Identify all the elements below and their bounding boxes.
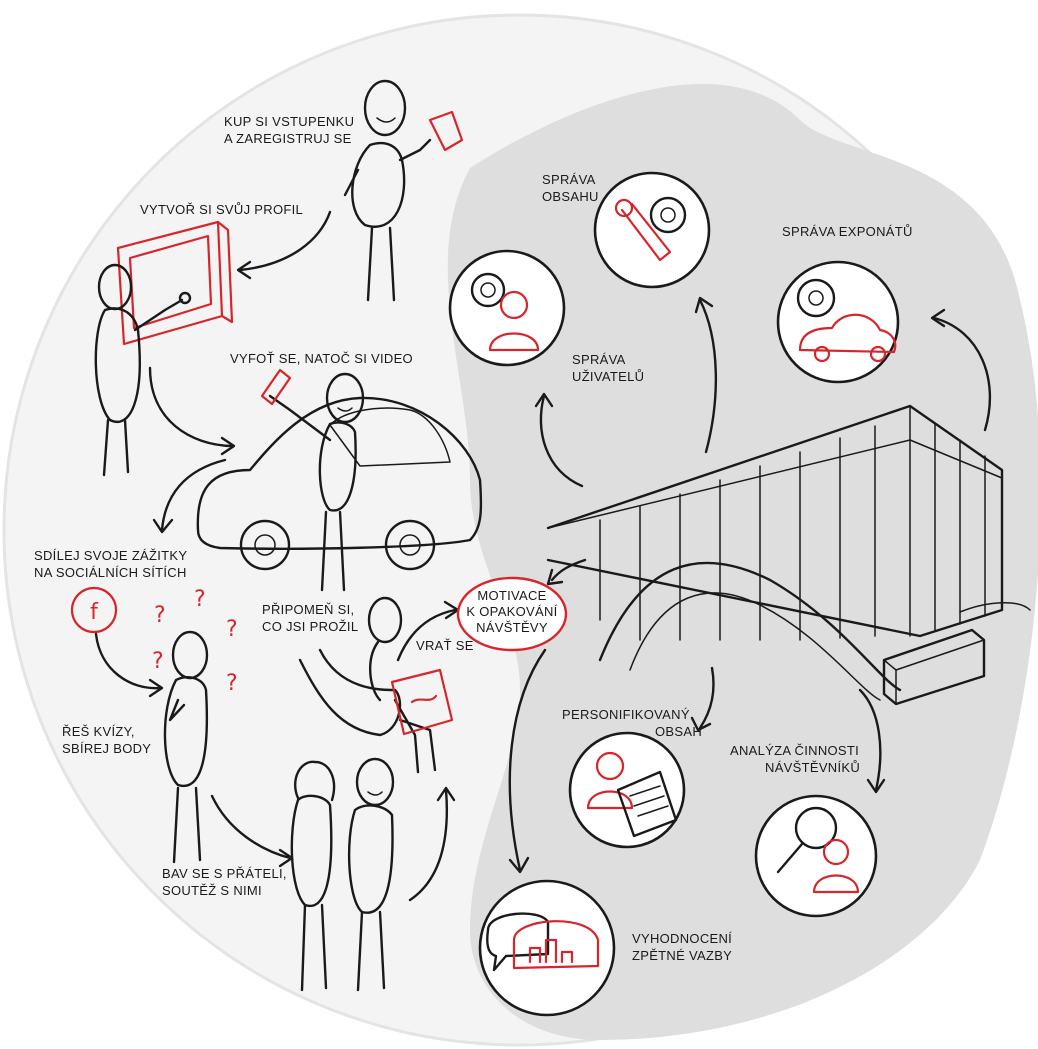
- label-quiz-1: ŘEŠ KVÍZY,: [62, 724, 135, 739]
- exhibit-management-node: [776, 260, 900, 384]
- ticket-icon: [428, 110, 464, 152]
- user-icon: [822, 838, 850, 866]
- motivation-node: [456, 576, 568, 652]
- label-photo-video: VYFOŤ SE, NATOČ SI VIDEO: [230, 351, 413, 366]
- car-illustration: [196, 396, 483, 571]
- figure-ticket-buyer: [343, 79, 432, 302]
- facebook-icon: f: [70, 586, 118, 634]
- car-icon: [798, 313, 897, 354]
- bar-chart-icon: [528, 938, 574, 964]
- speech-bubble-icon: [486, 912, 550, 972]
- label-remember-2: CO JSI PROŽIL: [262, 619, 358, 634]
- arrowhead: [236, 260, 252, 280]
- label-friends-2: SOUTĚŽ S NIMI: [162, 883, 262, 898]
- label-personalized-1: PERSONIFIKOVANÝ: [562, 707, 690, 722]
- arrowhead: [546, 568, 564, 586]
- facebook-glyph: f: [90, 600, 99, 625]
- arrow-ticket-to-profile: [238, 210, 332, 272]
- magnifier-icon: [794, 806, 838, 850]
- arrowhead: [534, 392, 554, 408]
- label-quiz-2: SBÍREJ BODY: [62, 741, 151, 756]
- building-illustration: [546, 404, 1031, 706]
- analysis-node: [754, 794, 878, 918]
- arrow-to-motivation: [396, 608, 457, 662]
- label-remember-1: PŘIPOMEŇ SI,: [262, 602, 354, 617]
- gear-icon: [796, 278, 836, 318]
- figure-seated: [298, 596, 437, 774]
- label-analysis-1: ANALÝZA ČINNOSTI: [730, 743, 859, 758]
- user-icon: [499, 290, 529, 320]
- label-share-1: SDÍLEJ SVOJE ZÁŽITKY: [34, 548, 187, 563]
- label-feedback-1: VYHODNOCENÍ: [632, 931, 732, 946]
- question-mark-icon: ?: [226, 617, 238, 642]
- figure-friend-male: [347, 757, 395, 992]
- question-mark-icon: ?: [154, 603, 166, 628]
- user-icon: [595, 751, 625, 781]
- arrowhead: [866, 778, 886, 794]
- touchscreen-icon: [116, 220, 234, 346]
- label-analysis-2: NÁVŠTĚVNÍKŮ: [765, 760, 860, 775]
- label-feedback-2: ZPĚTNÉ VAZBY: [632, 948, 732, 963]
- arrowhead: [220, 436, 236, 456]
- personalized-content-node: [568, 731, 686, 849]
- document-icon: [616, 770, 678, 838]
- arrowhead: [148, 678, 164, 698]
- label-user-mgmt-2: UŽIVATELŮ: [572, 369, 644, 384]
- label-exhibit-mgmt: SPRÁVA EXPONÁTŮ: [782, 224, 913, 239]
- arrowhead: [694, 296, 714, 314]
- arrow-quiz-to-friends: [210, 794, 292, 860]
- arrowhead: [436, 786, 456, 802]
- arrowhead: [930, 308, 946, 328]
- arrowhead: [152, 518, 174, 534]
- question-mark-icon: ?: [152, 649, 164, 674]
- label-share-2: NA SOCIÁLNÍCH SÍTÍCH: [34, 565, 187, 580]
- label-create-profile: VYTVOŘ SI SVŮJ PROFIL: [140, 202, 303, 217]
- arrowhead: [690, 716, 712, 732]
- arrow-building-to-exhibits: [932, 316, 992, 432]
- user-management-node: [448, 249, 566, 367]
- label-return: VRAŤ SE: [416, 638, 474, 653]
- label-friends-1: BAV SE S PŘÁTELI,: [162, 866, 287, 881]
- label-personalized-2: OBSAH: [655, 724, 702, 739]
- tablet-icon: [390, 668, 454, 736]
- phone-icon: [260, 368, 292, 406]
- arrow-share-to-quiz: [94, 632, 162, 690]
- label-buy-ticket-1: KUP SI VSTUPENKU: [224, 114, 354, 129]
- label-motivation-3: NÁVŠTĚVY: [476, 620, 548, 635]
- feedback-node: [478, 879, 616, 1017]
- arrow-photo-to-share: [160, 458, 227, 532]
- arrow-building-to-users: [539, 394, 584, 488]
- arrow-building-to-motivation: [550, 558, 587, 582]
- question-mark-icon: ?: [194, 587, 206, 612]
- label-user-mgmt-1: SPRÁVA: [572, 352, 626, 367]
- label-buy-ticket-2: A ZAREGISTRUJ SE: [224, 131, 352, 146]
- figure-friend-female: [290, 760, 336, 992]
- arrow-profile-to-photo: [148, 366, 234, 448]
- label-motivation-1: MOTIVACE: [477, 588, 546, 603]
- figure-quiz: [163, 630, 209, 864]
- label-content-mgmt-2: OBSAHU: [542, 189, 599, 204]
- gear-icon: [649, 196, 687, 234]
- arrow-to-analysis: [858, 688, 882, 792]
- arrow-building-to-content: [698, 298, 718, 454]
- question-mark-icon: ?: [226, 671, 238, 696]
- arrowhead: [508, 856, 530, 874]
- wrench-icon: [620, 202, 672, 262]
- figure-profile-user: [94, 263, 192, 477]
- label-motivation-2: K OPAKOVÁNÍ: [466, 604, 557, 619]
- arrow-to-personalized: [698, 666, 715, 730]
- gear-icon: [470, 272, 506, 308]
- arrow-to-feedback: [508, 648, 547, 872]
- content-management-node: [593, 171, 711, 289]
- label-content-mgmt-1: SPRÁVA: [542, 172, 596, 187]
- arrow-friends-to-remember: [408, 788, 449, 902]
- figure-selfie: [268, 372, 365, 592]
